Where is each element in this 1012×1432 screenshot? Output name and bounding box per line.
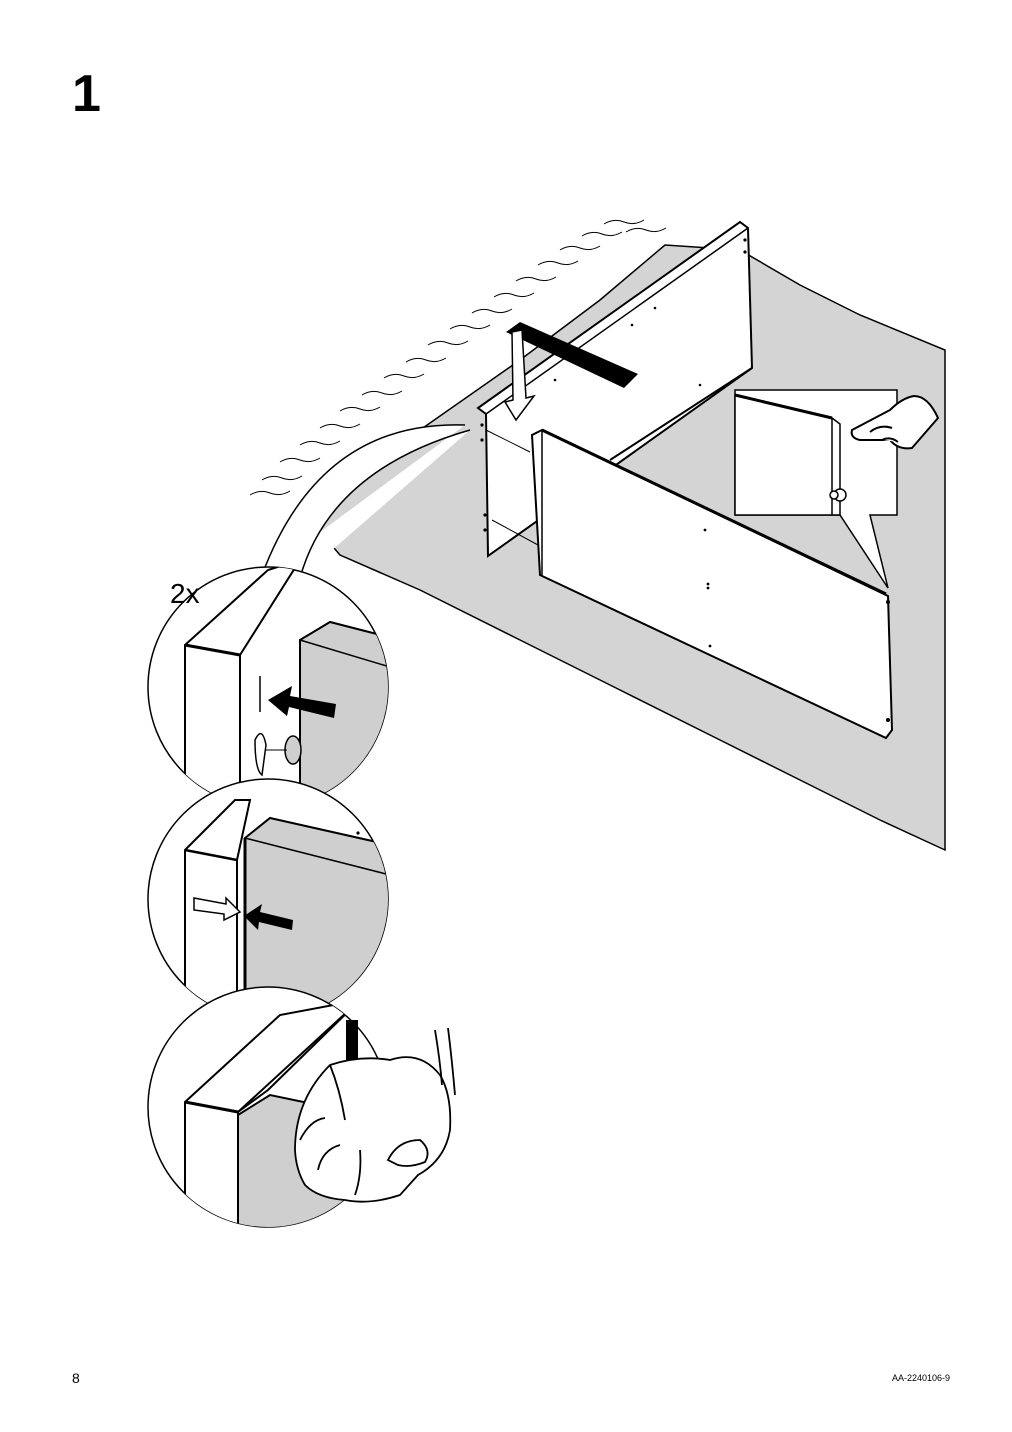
carpet-fringe [249,219,667,496]
insert-arrow-icon [503,329,536,422]
push-arrow-icon [268,686,336,718]
detail-circle-align-panel [147,778,389,1020]
document-code: AA-2240106-9 [891,1373,950,1383]
detail-circle-press-down [147,986,456,1228]
hand-pointing-icon [850,394,940,450]
push-arrow-icon [244,904,293,930]
page-number: 8 [72,1370,80,1386]
zoom-connector [261,424,471,579]
step-number: 1 [72,65,101,123]
top-panel-bar [506,322,638,388]
detail-callout-box [734,389,940,589]
quantity-label: 2x [170,578,200,609]
hand-pressing-icon [294,1027,456,1203]
front-panel [530,428,894,740]
